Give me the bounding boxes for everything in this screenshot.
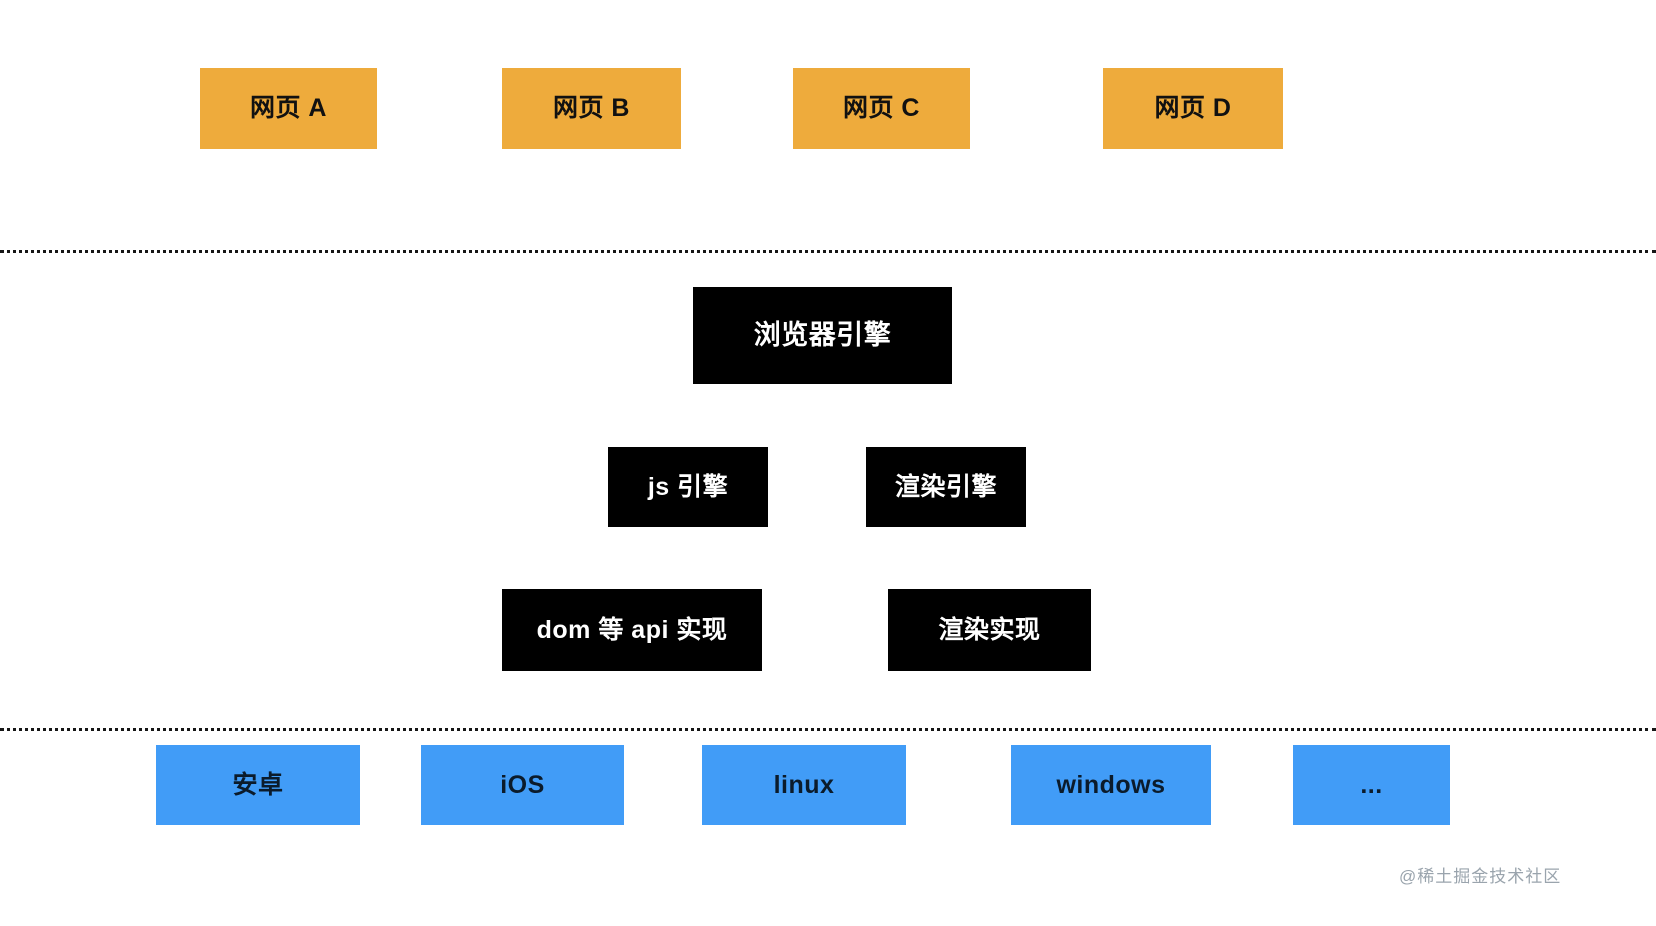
node-label: 网页 B bbox=[552, 94, 630, 123]
node-label: iOS bbox=[500, 770, 545, 799]
node-label: 网页 D bbox=[1154, 94, 1232, 123]
node-label: 安卓 bbox=[232, 770, 284, 799]
node-label: 网页 A bbox=[249, 94, 327, 123]
node-label: 渲染实现 bbox=[938, 615, 1041, 644]
web-page-网页-d[interactable]: 网页 D bbox=[1103, 68, 1283, 149]
node-label: 渲染引擎 bbox=[894, 472, 997, 501]
engine-box-dom-等-api-实现[interactable]: dom 等 api 实现 bbox=[502, 589, 762, 671]
node-label: dom 等 api 实现 bbox=[536, 615, 728, 644]
node-label: js 引擎 bbox=[647, 472, 729, 501]
os-box-安卓[interactable]: 安卓 bbox=[156, 745, 360, 825]
watermark-label: @稀土掘金技术社区 bbox=[1399, 867, 1562, 886]
engine-box-js-引擎[interactable]: js 引擎 bbox=[608, 447, 768, 527]
engine-os-divider bbox=[0, 728, 1656, 731]
web-page-网页-b[interactable]: 网页 B bbox=[502, 68, 681, 149]
engine-box-浏览器引擎[interactable]: 浏览器引擎 bbox=[693, 287, 952, 384]
web-page-网页-a[interactable]: 网页 A bbox=[200, 68, 377, 149]
node-label: linux bbox=[773, 770, 835, 799]
web-engine-divider bbox=[0, 250, 1656, 253]
node-label: 网页 C bbox=[842, 94, 920, 123]
node-label: windows bbox=[1056, 770, 1166, 799]
os-box-node[interactable]: ... bbox=[1293, 745, 1450, 825]
web-page-网页-c[interactable]: 网页 C bbox=[793, 68, 970, 149]
os-box-linux[interactable]: linux bbox=[702, 745, 906, 825]
engine-box-渲染实现[interactable]: 渲染实现 bbox=[888, 589, 1091, 671]
os-box-ios[interactable]: iOS bbox=[421, 745, 624, 825]
os-box-windows[interactable]: windows bbox=[1011, 745, 1211, 825]
node-label: 浏览器引擎 bbox=[753, 319, 892, 350]
node-label: ... bbox=[1360, 770, 1383, 799]
engine-box-渲染引擎[interactable]: 渲染引擎 bbox=[866, 447, 1026, 527]
